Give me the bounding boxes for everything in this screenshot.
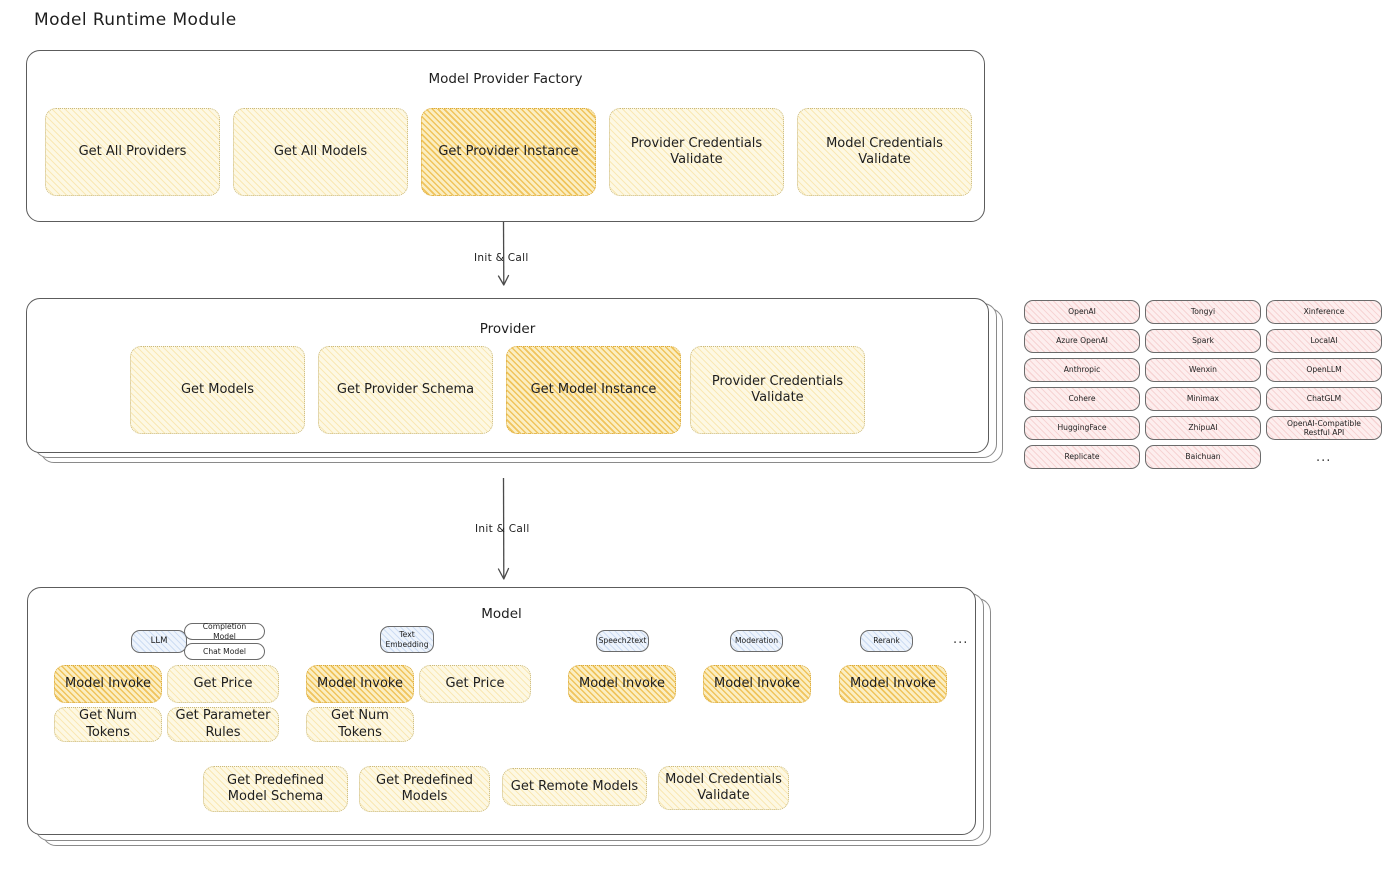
- provider-tag-list: OpenAI Azure OpenAI Anthropic Cohere Hug…: [1024, 300, 1384, 480]
- model-shared-op-get-predefined-models[interactable]: Get Predefined Models: [359, 766, 490, 812]
- factory-node-provider-credentials-validate[interactable]: Provider Credentials Validate: [609, 108, 784, 196]
- arrow-provider-to-model: [497, 478, 510, 580]
- model-op-text-embedding-get-num-tokens[interactable]: Get Num Tokens: [306, 707, 414, 742]
- model-op-rerank-model-invoke[interactable]: Model Invoke: [839, 665, 947, 703]
- factory-node-get-all-providers[interactable]: Get All Providers: [45, 108, 220, 196]
- model-type-text-embedding[interactable]: Text Embedding: [380, 626, 434, 653]
- provider-node-get-model-instance[interactable]: Get Model Instance: [506, 346, 681, 434]
- provider-tag-list-more: ...: [1316, 450, 1332, 465]
- model-types-more: ...: [953, 632, 969, 647]
- model-type-rerank[interactable]: Rerank: [860, 630, 913, 652]
- provider-tag-openllm[interactable]: OpenLLM: [1266, 358, 1382, 382]
- arrow-factory-to-provider: [497, 222, 510, 286]
- provider-tag-localai[interactable]: LocalAI: [1266, 329, 1382, 353]
- model-shared-op-get-remote-models[interactable]: Get Remote Models: [502, 768, 647, 806]
- model-title: Model: [481, 606, 522, 622]
- model-op-text-embedding-model-invoke[interactable]: Model Invoke: [306, 665, 414, 703]
- factory-node-get-all-models[interactable]: Get All Models: [233, 108, 408, 196]
- model-op-llm-get-parameter-rules[interactable]: Get Parameter Rules: [167, 707, 279, 742]
- model-type-moderation[interactable]: Moderation: [730, 630, 783, 652]
- provider-node-provider-credentials-validate[interactable]: Provider Credentials Validate: [690, 346, 865, 434]
- provider-tag-tongyi[interactable]: Tongyi: [1145, 300, 1261, 324]
- provider-tag-baichuan[interactable]: Baichuan: [1145, 445, 1261, 469]
- model-type-llm[interactable]: LLM: [131, 630, 187, 653]
- provider-node-get-provider-schema[interactable]: Get Provider Schema: [318, 346, 493, 434]
- factory-node-model-credentials-validate[interactable]: Model Credentials Validate: [797, 108, 972, 196]
- arrow-label-init-and-call-1: Init & Call: [474, 252, 529, 264]
- model-type-speech2text[interactable]: Speech2text: [596, 630, 649, 652]
- arrow-label-init-and-call-2: Init & Call: [475, 523, 530, 535]
- model-op-llm-get-num-tokens[interactable]: Get Num Tokens: [54, 707, 162, 742]
- model-op-text-embedding-get-price[interactable]: Get Price: [419, 665, 531, 703]
- model-op-llm-get-price[interactable]: Get Price: [167, 665, 279, 703]
- model-op-llm-model-invoke[interactable]: Model Invoke: [54, 665, 162, 703]
- model-shared-op-model-credentials-validate[interactable]: Model Credentials Validate: [658, 766, 789, 810]
- provider-node-get-models[interactable]: Get Models: [130, 346, 305, 434]
- provider-tag-cohere[interactable]: Cohere: [1024, 387, 1140, 411]
- provider-tag-chatglm[interactable]: ChatGLM: [1266, 387, 1382, 411]
- provider-panel: Provider Get Models Get Provider Schema …: [26, 298, 989, 453]
- provider-tag-huggingface[interactable]: HuggingFace: [1024, 416, 1140, 440]
- model-provider-factory-title: Model Provider Factory: [428, 71, 583, 87]
- provider-tag-spark[interactable]: Spark: [1145, 329, 1261, 353]
- provider-tag-azure-openai[interactable]: Azure OpenAI: [1024, 329, 1140, 353]
- model-op-speech2text-model-invoke[interactable]: Model Invoke: [568, 665, 676, 703]
- model-provider-factory-panel: Model Provider Factory Get All Providers…: [26, 50, 985, 222]
- factory-node-get-provider-instance[interactable]: Get Provider Instance: [421, 108, 596, 196]
- model-badge-completion-model[interactable]: Completion Model: [184, 622, 265, 641]
- provider-tag-anthropic[interactable]: Anthropic: [1024, 358, 1140, 382]
- provider-tag-xinference[interactable]: Xinference: [1266, 300, 1382, 324]
- provider-tag-replicate[interactable]: Replicate: [1024, 445, 1140, 469]
- model-badge-chat-model[interactable]: Chat Model: [184, 643, 265, 660]
- provider-tag-minimax[interactable]: Minimax: [1145, 387, 1261, 411]
- model-shared-op-get-predefined-model-schema[interactable]: Get Predefined Model Schema: [203, 766, 348, 812]
- model-panel: Model LLM Completion Model Chat Model Mo…: [27, 587, 976, 835]
- provider-tag-openai-compatible-restful-api[interactable]: OpenAI-Compatible Restful API: [1266, 416, 1382, 440]
- provider-tag-openai[interactable]: OpenAI: [1024, 300, 1140, 324]
- provider-tag-wenxin[interactable]: Wenxin: [1145, 358, 1261, 382]
- provider-tag-zhipuai[interactable]: ZhipuAI: [1145, 416, 1261, 440]
- provider-title: Provider: [479, 321, 536, 337]
- page-title: Model Runtime Module: [34, 10, 237, 30]
- model-op-moderation-model-invoke[interactable]: Model Invoke: [703, 665, 811, 703]
